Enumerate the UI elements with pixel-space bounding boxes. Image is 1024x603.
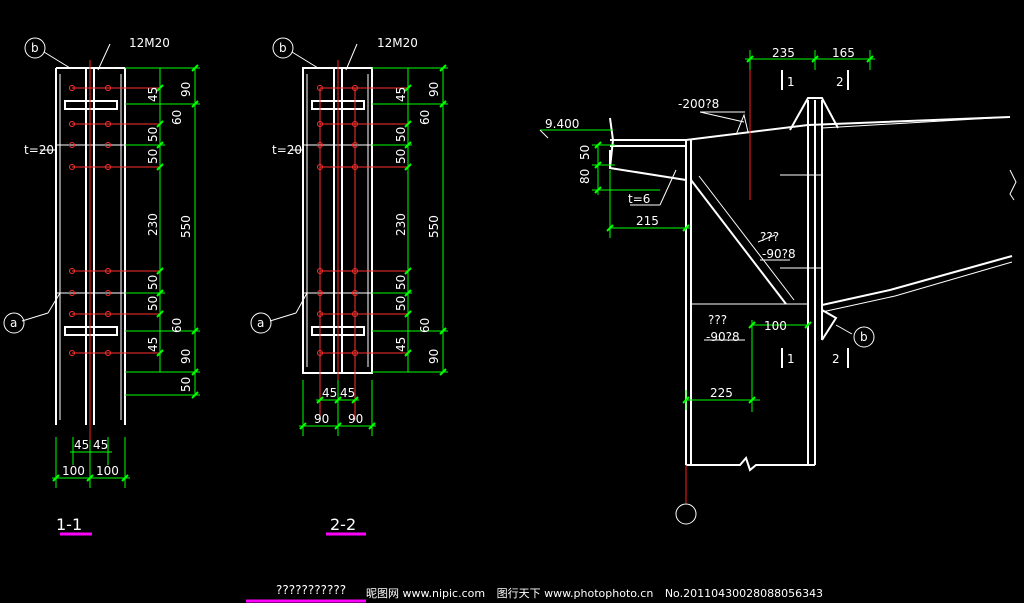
dim-v-mid: 90 <box>179 349 193 364</box>
section-mark-1-bottom: 1 <box>787 352 795 366</box>
dim-v-inner: 45 <box>146 87 160 102</box>
bolt-label: 12M20 <box>377 36 418 50</box>
axis-bubble <box>675 503 697 525</box>
callout-b-circle <box>853 326 875 348</box>
dim-h-small: 45 <box>93 438 108 452</box>
dim-v-mid: 90 <box>427 349 441 364</box>
dim-v-mid: 90 <box>427 82 441 97</box>
callout-b-label: b <box>31 41 39 55</box>
plate-t6-label: t=6 <box>628 192 650 206</box>
dim-v-mid: 550 <box>427 215 441 238</box>
dim-v-inner: 50 <box>394 296 408 311</box>
bolt-label: 12M20 <box>129 36 170 50</box>
dim-165: 165 <box>832 46 855 60</box>
watermark-number: No.20110430028088056343 <box>664 587 824 600</box>
watermark-author: 图行天下 www.photophoto.cn <box>496 587 654 600</box>
stiffener-bottom <box>64 326 118 336</box>
plate-thickness-label: t=20 <box>24 143 54 157</box>
dim-v-inner: 50 <box>394 149 408 164</box>
dim-h-small: 45 <box>322 386 337 400</box>
dim-v-inner: 50 <box>146 127 160 142</box>
callout-a-label: a <box>257 316 264 330</box>
section-2-2: b a 12M20 t=20 2-2 45 60 50 50 230 50 50… <box>250 36 448 536</box>
dim-h-small: 45 <box>74 438 89 452</box>
dim-h-large: 90 <box>314 412 329 426</box>
dim-v-inner: 60 <box>418 318 432 333</box>
dimension-lines <box>299 64 448 436</box>
plate-thickness-label: t=20 <box>272 143 302 157</box>
dim-v-inner: 230 <box>394 213 408 236</box>
top-plate-label: -200?8 <box>678 97 719 111</box>
dim-v-inner: 60 <box>170 110 184 125</box>
dim-215: 215 <box>636 214 659 228</box>
dim-v-inner: 45 <box>394 337 408 352</box>
dim-v-inner: 60 <box>418 110 432 125</box>
section-mark-2-bottom: 2 <box>832 352 840 366</box>
dim-h-large: 100 <box>96 464 119 478</box>
dimension-lines <box>540 50 875 412</box>
dim-v-outer: 50 <box>179 377 193 392</box>
stiffener-plate-1: -90?8 <box>762 247 796 261</box>
stiffener-top <box>64 100 118 110</box>
watermark-bar: 昵图网 www.nipic.com 图行天下 www.photophoto.cn… <box>366 585 1024 603</box>
dim-225: 225 <box>710 386 733 400</box>
dim-v-inner: 50 <box>146 275 160 290</box>
section-1-1: b a 12M20 t=20 1-1 45 60 50 50 230 50 50… <box>3 36 200 536</box>
watermark-site: 昵图网 www.nipic.com <box>366 587 486 600</box>
elevation-view: 235 165 1 2 1 2 9.400 -200?8 80 50 t=6 2… <box>539 46 1017 525</box>
drawing-caption: ??????????? <box>276 583 346 597</box>
dimension-lines <box>52 64 200 488</box>
dim-235: 235 <box>772 46 795 60</box>
dim-v-inner: 50 <box>146 149 160 164</box>
dim-v-mid: 550 <box>179 215 193 238</box>
dim-v-mid: 90 <box>179 82 193 97</box>
callout-b-label: b <box>279 41 287 55</box>
stiffener-label-1: ??? <box>760 230 779 244</box>
dim-v-inner: 50 <box>394 127 408 142</box>
callout-b-circle <box>272 37 294 59</box>
section-title: 1-1 <box>56 515 82 534</box>
callout-b-label: b <box>860 330 868 344</box>
stiffener-plate-2: -90?8 <box>706 330 740 344</box>
dim-h-small: 45 <box>340 386 355 400</box>
elevation-level: 9.400 <box>545 117 579 131</box>
callout-b-circle <box>24 37 46 59</box>
section-mark-2-top: 2 <box>836 75 844 89</box>
stiffener-label-2: ??? <box>708 313 727 327</box>
dim-v-inner: 230 <box>146 213 160 236</box>
section-mark-1-top: 1 <box>787 75 795 89</box>
dim-80: 80 <box>578 169 592 184</box>
dim-v-inner: 45 <box>146 337 160 352</box>
callout-a-circle <box>3 312 25 334</box>
callout-a-circle <box>250 312 272 334</box>
dim-v-inner: 50 <box>146 296 160 311</box>
dim-v-inner: 60 <box>170 318 184 333</box>
callout-a-label: a <box>10 316 17 330</box>
dim-100: 100 <box>764 319 787 333</box>
dim-h-large: 90 <box>348 412 363 426</box>
dim-v-inner: 50 <box>394 275 408 290</box>
dim-50: 50 <box>578 145 592 160</box>
dim-h-large: 100 <box>62 464 85 478</box>
section-title: 2-2 <box>330 515 356 534</box>
dim-v-inner: 45 <box>394 87 408 102</box>
